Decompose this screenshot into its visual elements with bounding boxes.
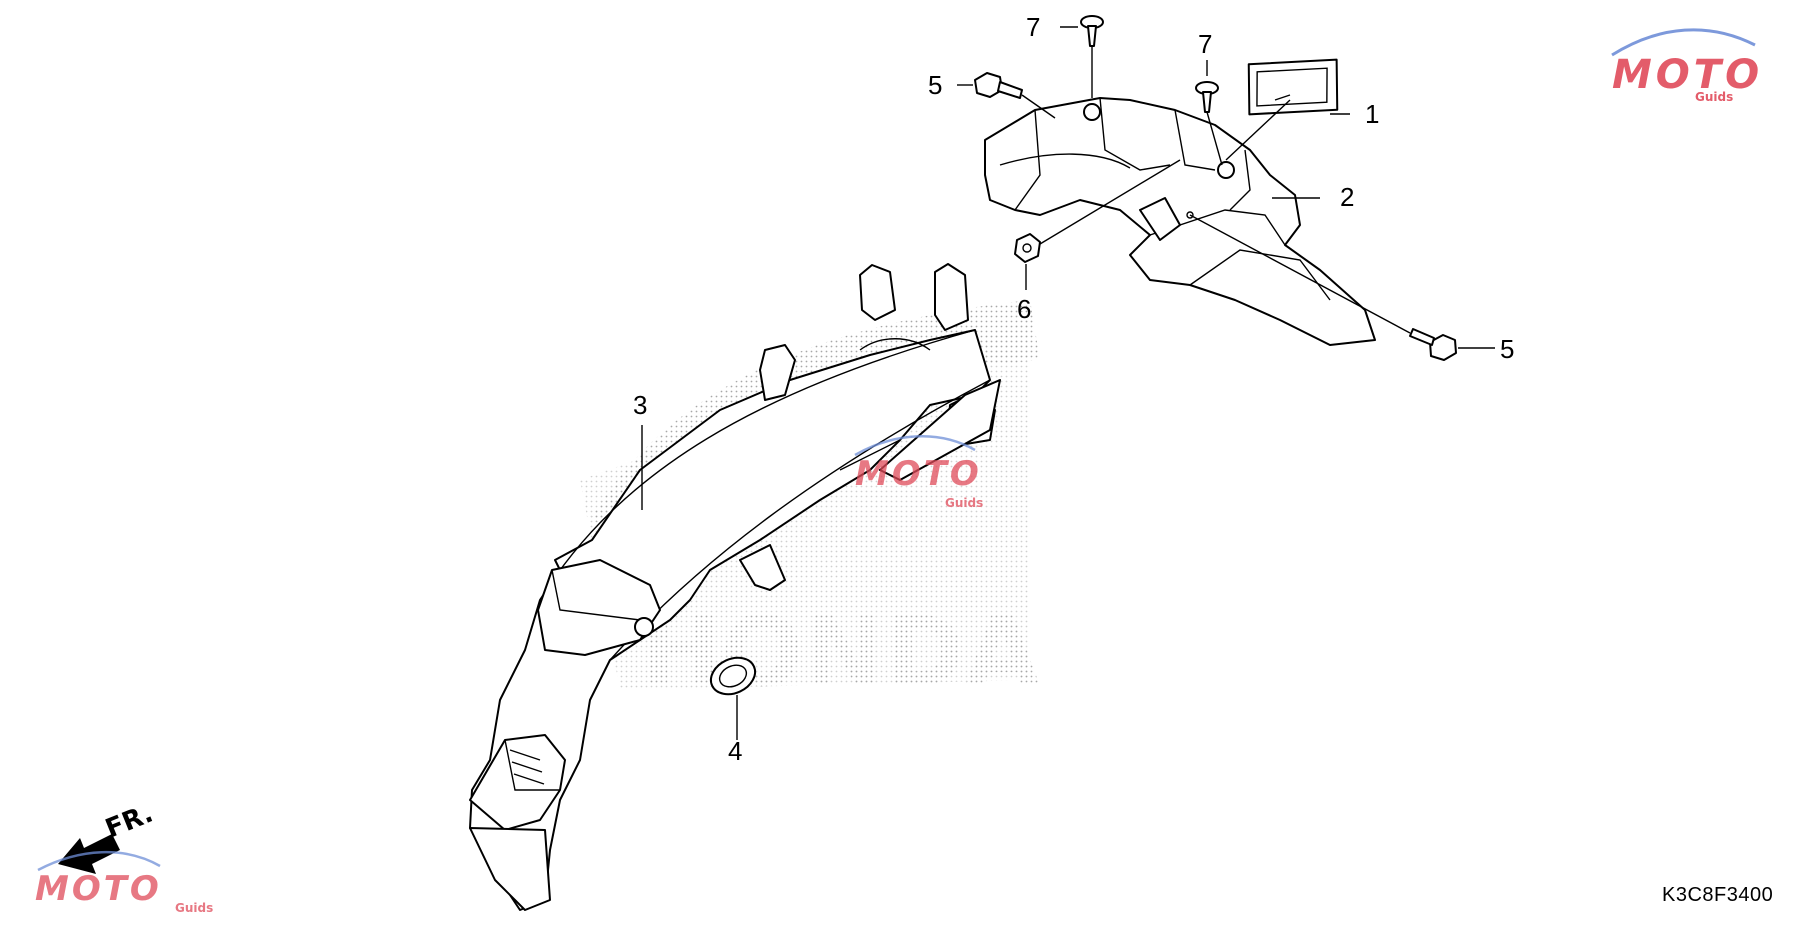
callout-5-upper: 5 [928,70,942,100]
watermark-top-right: MOTO Guids [1611,28,1763,104]
watermark-sub-bl: Guids [175,901,213,915]
background-logo-text: HONDA [640,596,1040,708]
watermark-swoosh-icon-bl [37,851,161,872]
part-7-screw-top[interactable] [1080,15,1104,47]
part-7-screw-right[interactable] [1195,81,1219,113]
part-4-grommet[interactable] [705,651,761,701]
watermark-brand-bl: MOTO [35,869,162,909]
watermark-sub: Guids [1695,90,1733,104]
watermark-brand-center: MOTO [855,454,982,494]
part-5-bolt-lower[interactable] [1409,328,1457,361]
leader-lines [641,26,1495,740]
watermark-swoosh-icon-center [854,435,976,457]
front-direction-indicator: FR. [58,799,157,874]
part-2-rear-fender-bracket[interactable] [984,97,1376,346]
part-6-nut[interactable] [1014,233,1041,263]
callouts: 1 2 3 4 5 5 6 7 7 [633,12,1514,766]
callout-4: 4 [728,736,742,766]
part-1-reflector[interactable] [1247,58,1339,116]
callout-5-lower: 5 [1500,334,1514,364]
callout-7-top: 7 [1026,12,1040,42]
watermark-brand: MOTO [1612,52,1763,98]
callout-6: 6 [1017,294,1031,324]
callout-1: 1 [1365,99,1379,129]
callout-2: 2 [1340,182,1354,212]
watermark-swoosh-icon [1611,28,1756,57]
watermark-center: MOTO Guids [854,435,983,510]
part-5-bolt-upper[interactable] [974,72,1023,99]
callout-3: 3 [633,390,647,420]
drawing-code: K3C8F3400 [1662,884,1774,906]
front-label: FR. [101,799,157,845]
callout-7-right: 7 [1198,29,1212,59]
watermark-sub-center: Guids [945,496,983,510]
part-3-rear-inner-fender[interactable] [469,263,1001,911]
watermark-bottom-left: MOTO Guids [35,851,213,915]
